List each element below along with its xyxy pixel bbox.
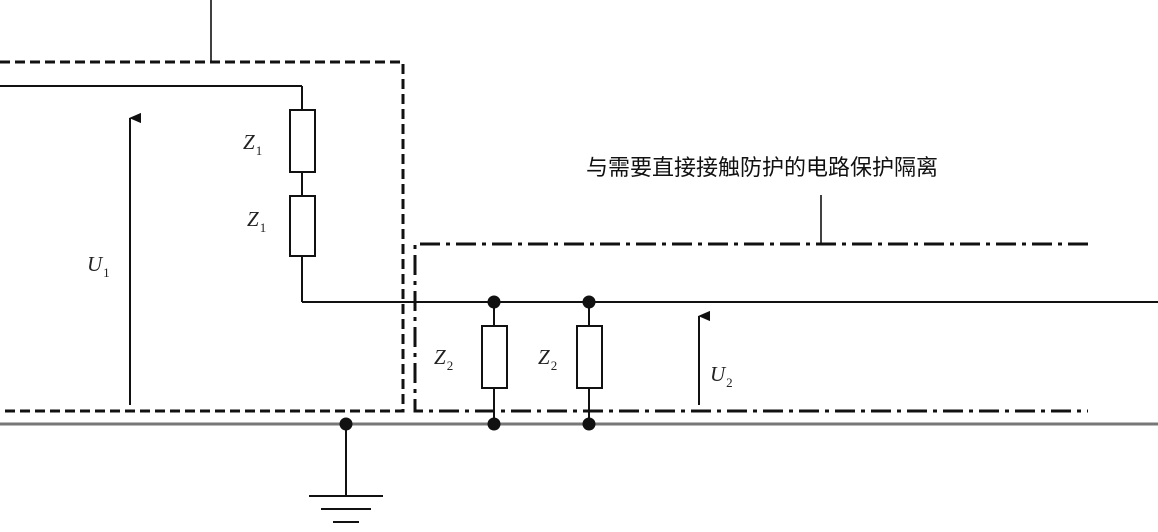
u2-label: U2 (710, 362, 733, 390)
z2-right-bottom-node (582, 417, 596, 431)
z2-left-resistor (481, 325, 508, 389)
left-dashed-boundary (0, 60, 405, 413)
z2-left-bottom-node (487, 417, 501, 431)
isolation-caption: 与需要直接接触防护的电路保护隔离 (586, 156, 938, 181)
z2-right-resistor (576, 325, 603, 389)
z2-left-top-node (487, 295, 501, 309)
ground-icon (309, 495, 383, 523)
right-dashdot-boundary (413, 242, 1088, 413)
z1-bottom-resistor (289, 195, 316, 257)
z1-top-resistor (289, 109, 316, 173)
u1-label: U1 (87, 252, 110, 280)
z2-right-label: Z2 (538, 345, 557, 373)
z1-top-label: Z1 (243, 130, 262, 158)
z1-bottom-label: Z1 (247, 207, 266, 235)
z2-right-top-node (582, 295, 596, 309)
z2-left-label: Z2 (434, 345, 453, 373)
